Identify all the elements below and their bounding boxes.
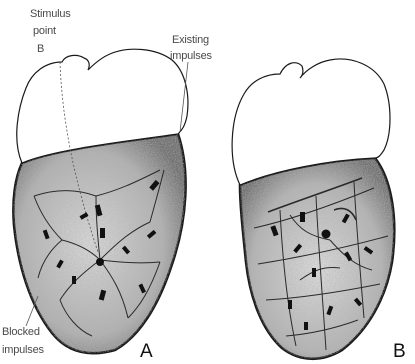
heart-a [13, 49, 188, 353]
stimulus-label-line3: B [37, 43, 44, 55]
existing-impulses-label-line2: impulses [170, 50, 212, 62]
blocked-impulses-label-line2: impulses [2, 344, 44, 356]
existing-impulses-label-line1: Existing [172, 34, 209, 46]
panel-label-b: B [393, 342, 406, 362]
blocked-impulses-label-line1: Blocked [2, 326, 40, 338]
heart-b [232, 59, 394, 359]
stimulus-label-line2: point [33, 25, 56, 37]
stimulus-label-line1: Stimulus [30, 8, 71, 20]
panel-label-a: A [140, 342, 153, 362]
